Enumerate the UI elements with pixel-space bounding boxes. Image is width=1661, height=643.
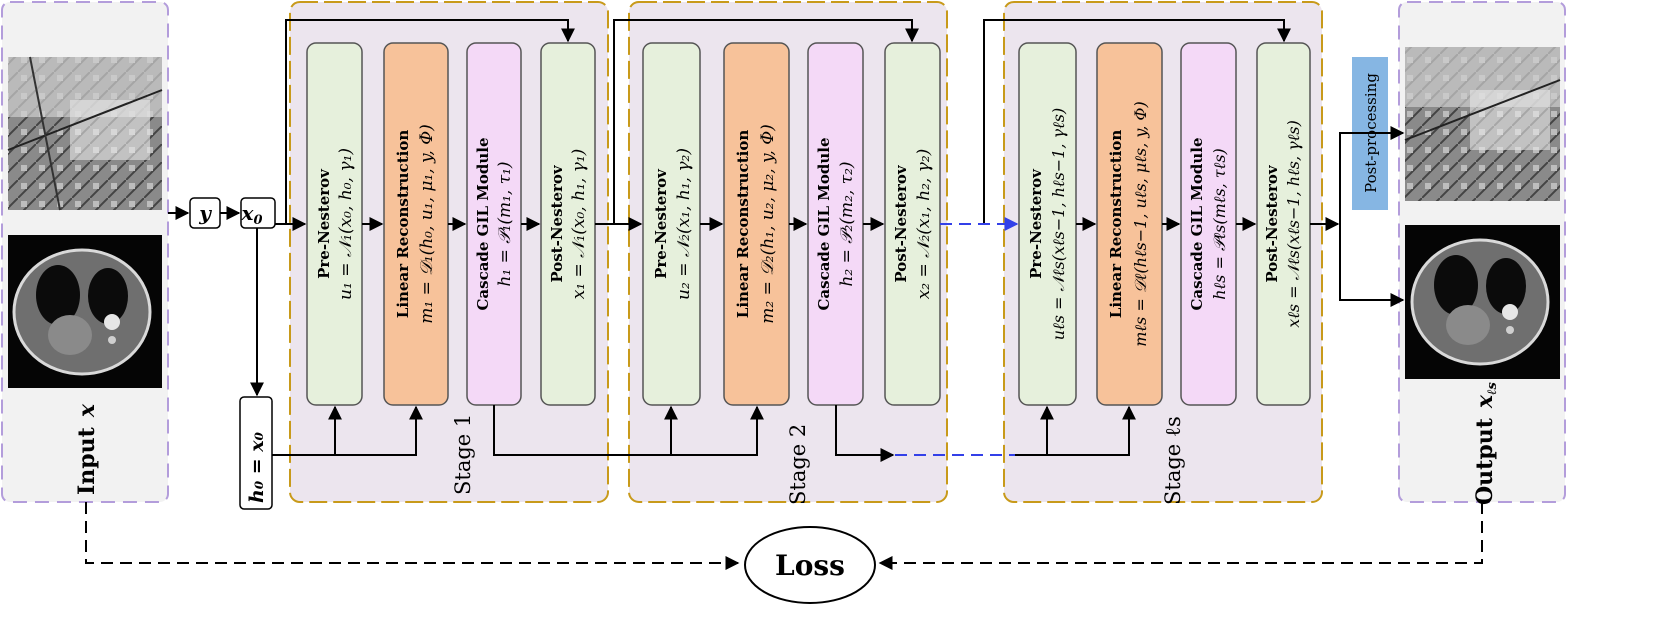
loss-label: Loss (775, 549, 845, 582)
stage-1-label: Stage 1 (451, 414, 475, 495)
stage-2-linear-reconstruction: Linear Reconstruction m₂ = 𝒟₂(h₁, u₂, μ₂… (723, 42, 790, 406)
block-formula: x₁ = 𝒩₁(x₀, h₁, γ₁) (569, 149, 589, 300)
block-formula: xℓs = 𝒩ℓs(xℓs−1, hℓs, γℓs) (1284, 120, 1303, 328)
block-title: Post-Nesterov (1263, 164, 1281, 283)
h0-box: h₀ = x₀ (239, 396, 273, 510)
measurement-y-box: y (189, 197, 221, 229)
block-title: Post-Nesterov (548, 164, 566, 283)
stage-ls-container: Stage ℓs (1003, 1, 1323, 505)
block-formula: x₂ = 𝒩₂(x₁, h₂, γ₂) (914, 149, 934, 300)
block-title: Pre-Nesterov (652, 168, 670, 279)
input-natural-image (7, 56, 163, 211)
block-formula: h₂ = 𝒫₂(m₂, τ₂) (837, 161, 857, 286)
stage-ls-cascade-gil: Cascade GIL Module hℓs = 𝒫ℓs(mℓs, τℓs) (1180, 42, 1237, 406)
stage-1-cascade-gil: Cascade GIL Module h₁ = 𝒫₁(m₁, τ₁) (466, 42, 522, 406)
block-formula: m₂ = 𝒟₂(h₁, u₂, μ₂, y, Φ) (758, 124, 778, 324)
block-formula: hℓs = 𝒫ℓs(mℓs, τℓs) (1210, 148, 1229, 300)
block-title: Cascade GIL Module (815, 137, 833, 310)
connections (85, 19, 1483, 570)
stage-1-pre-nesterov: Pre-Nesterov u₁ = 𝒩₁(x₀, h₀, γ₁) (306, 42, 363, 406)
block-title: Cascade GIL Module (474, 137, 492, 310)
output-ct-image (1405, 225, 1560, 379)
block-formula: u₂ = 𝒩₂(x₁, h₁, γ₂) (674, 148, 694, 300)
block-formula: m₁ = 𝒟₁(h₀, u₁, μ₁, y, Φ) (417, 124, 437, 324)
x0-box: x0 (240, 197, 276, 229)
input-ct-image (8, 235, 162, 388)
x0-label: x0 (241, 201, 263, 228)
stage-2-cascade-gil: Cascade GIL Module h₂ = 𝒫₂(m₂, τ₂) (807, 42, 864, 406)
h0-label: h₀ = x₀ (246, 431, 268, 503)
block-title: Linear Reconstruction (734, 130, 752, 319)
stage-2-label: Stage 2 (786, 424, 810, 505)
output-natural-image (1404, 47, 1561, 201)
block-title: Pre-Nesterov (1027, 168, 1045, 279)
stage-ls-post-nesterov: Post-Nesterov xℓs = 𝒩ℓs(xℓs−1, hℓs, γℓs) (1256, 42, 1311, 406)
block-title: Linear Reconstruction (1107, 130, 1125, 319)
stage-2-post-nesterov: Post-Nesterov x₂ = 𝒩₂(x₁, h₂, γ₂) (884, 42, 941, 406)
loss-node: Loss (744, 526, 876, 604)
stage-1-post-nesterov: Post-Nesterov x₁ = 𝒩₁(x₀, h₁, γ₁) (540, 42, 596, 406)
input-panel: Inputx (1, 1, 169, 503)
block-title: Pre-Nesterov (315, 168, 333, 279)
stage-ls-pre-nesterov: Pre-Nesterov uℓs = 𝒩ℓs(xℓs−1, hℓs−1, γℓs… (1018, 42, 1077, 406)
stage-1-container: Stage 1 (289, 1, 609, 503)
output-label: Outputxℓs (1472, 381, 1500, 505)
block-formula: u₁ = 𝒩₁(x₀, h₀, γ₁) (336, 148, 356, 300)
block-formula: uℓs = 𝒩ℓs(xℓs−1, hℓs−1, γℓs) (1049, 108, 1068, 340)
stage-1-linear-reconstruction: Linear Reconstruction m₁ = 𝒟₁(h₀, u₁, μ₁… (383, 42, 449, 406)
stage-ls-linear-reconstruction: Linear Reconstruction mℓs = 𝒟ℓ(hℓs−1, uℓ… (1096, 42, 1163, 406)
ellipsis-links (895, 217, 1019, 456)
output-panel: Outputxℓs (1398, 1, 1566, 505)
block-title: Post-Nesterov (892, 164, 910, 283)
input-label: Inputx (74, 403, 100, 495)
block-title: Linear Reconstruction (394, 130, 412, 319)
block-title: Cascade GIL Module (1188, 137, 1206, 310)
stage-2-pre-nesterov: Pre-Nesterov u₂ = 𝒩₂(x₁, h₁, γ₂) (642, 42, 701, 406)
block-formula: h₁ = 𝒫₁(m₁, τ₁) (495, 161, 515, 286)
block-formula: mℓs = 𝒟ℓ(hℓs−1, uℓs, μℓs, y, Φ) (1131, 101, 1150, 346)
stage-ls-label: Stage ℓs (1161, 416, 1185, 505)
y-label: y (198, 201, 212, 225)
